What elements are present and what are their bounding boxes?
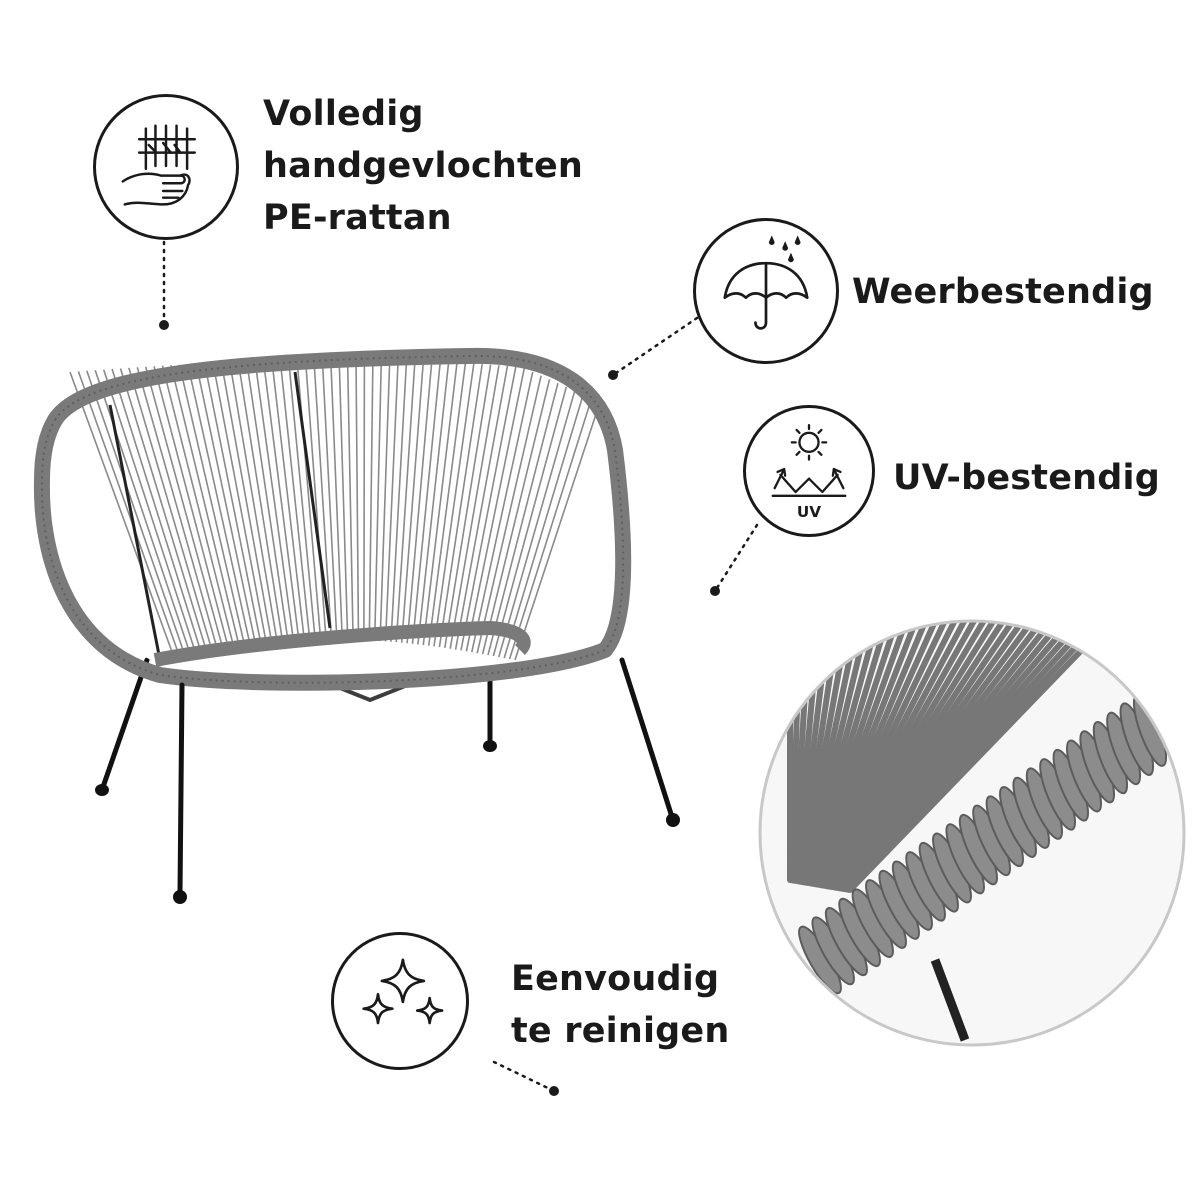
- weave-string: [229, 362, 279, 644]
- feature-rattan-line-3: PE-rattan: [263, 198, 452, 238]
- weave-string: [417, 362, 450, 645]
- weave-string: [346, 359, 354, 641]
- weave-string: [471, 371, 534, 653]
- weave-string: [400, 361, 425, 643]
- weave-string: [454, 365, 509, 650]
- weave-string: [111, 368, 203, 656]
- weave-string: [465, 368, 526, 652]
- weave-string: [330, 359, 344, 641]
- weave-string: [170, 365, 241, 649]
- feature-rattan-line-2: handgevlochten: [263, 146, 584, 186]
- weave-string: [363, 360, 366, 641]
- sofa-weave-area: [55, 359, 613, 680]
- feature-weather-line-1: Weerbestendig: [852, 272, 1154, 312]
- weave-string: [86, 370, 187, 659]
- sofa-legs-front: [177, 657, 675, 896]
- weave-string: [128, 367, 214, 654]
- weave-string: [481, 379, 551, 655]
- weave-string: [119, 368, 209, 655]
- zoom-string: [816, 621, 958, 888]
- weave-string: [390, 361, 408, 642]
- feature-rattan-line-1: Volledig: [263, 94, 424, 134]
- weave-string: [514, 401, 601, 661]
- weave-string: [187, 364, 252, 648]
- weave-string: [77, 371, 182, 660]
- weave-string: [245, 361, 290, 643]
- feature-uv-line-1: UV-bestendig: [893, 458, 1161, 498]
- feature-label-clean: Eenvoudig te reinigen: [511, 953, 729, 1057]
- weave-string: [444, 364, 492, 649]
- weave-string: [411, 362, 441, 644]
- weave-string: [220, 362, 273, 645]
- weave-string: [433, 363, 475, 647]
- weave-string: [161, 365, 236, 650]
- weave-string: [304, 360, 327, 641]
- weave-string: [178, 364, 246, 649]
- feature-label-weather: Weerbestendig: [852, 266, 1154, 318]
- weave-string: [368, 360, 374, 641]
- weave-string: [237, 361, 284, 644]
- weave-string: [492, 386, 568, 657]
- weave-string: [287, 360, 317, 641]
- weave-string: [136, 367, 219, 653]
- weave-string: [427, 363, 467, 646]
- weave-string: [395, 361, 416, 643]
- weave-string: [69, 371, 176, 661]
- zoom-string: [807, 621, 907, 887]
- zoom-string: [810, 621, 927, 887]
- detail-zoom: [758, 619, 1186, 1047]
- weave-string: [476, 375, 542, 654]
- sofa-weave-strings: [69, 359, 601, 661]
- feature-clean-line-2: te reinigen: [511, 1011, 730, 1051]
- weave-string: [153, 366, 230, 651]
- zoom-string: [814, 621, 948, 888]
- weave-string: [338, 359, 349, 641]
- weave-string: [498, 390, 576, 658]
- hand-weave-icon: [93, 94, 239, 240]
- weave-string: [254, 361, 295, 643]
- weave-string: [279, 360, 311, 642]
- rattan-sofa: [33, 347, 680, 904]
- weave-string: [384, 360, 399, 642]
- sun-uv-icon: UV: [743, 405, 875, 537]
- feature-clean-line-1: Eenvoudig: [511, 959, 720, 999]
- zoom-string: [805, 621, 896, 886]
- weave-string: [203, 363, 263, 646]
- weave-string: [321, 359, 338, 641]
- weave-string: [144, 366, 225, 652]
- weave-string: [508, 397, 593, 660]
- uv-icon-text: UV: [797, 503, 821, 521]
- weave-string: [262, 360, 300, 642]
- weave-string: [373, 360, 383, 641]
- weave-string: [379, 360, 391, 642]
- connector-dots: [159, 320, 720, 1096]
- feature-label-rattan: Volledig handgevlochten PE-rattan: [263, 88, 583, 244]
- weave-string: [195, 363, 257, 647]
- weave-string: [102, 369, 198, 657]
- weave-string: [503, 394, 584, 659]
- sparkles-icon: [331, 932, 469, 1070]
- weave-string: [271, 360, 306, 642]
- weave-string: [460, 366, 517, 651]
- weave-string: [406, 361, 433, 644]
- weave-string: [355, 360, 360, 641]
- weave-string: [422, 362, 458, 646]
- weave-string: [438, 364, 483, 648]
- weave-string: [212, 362, 268, 646]
- weave-string: [487, 383, 559, 656]
- weave-string: [449, 365, 500, 649]
- zoom-string: [812, 621, 938, 888]
- feature-label-uv: UV-bestendig: [893, 452, 1160, 504]
- zoom-string: [808, 621, 917, 887]
- weave-string: [313, 360, 333, 641]
- umbrella-rain-icon: [693, 218, 839, 364]
- connector-lines: [162, 240, 759, 1092]
